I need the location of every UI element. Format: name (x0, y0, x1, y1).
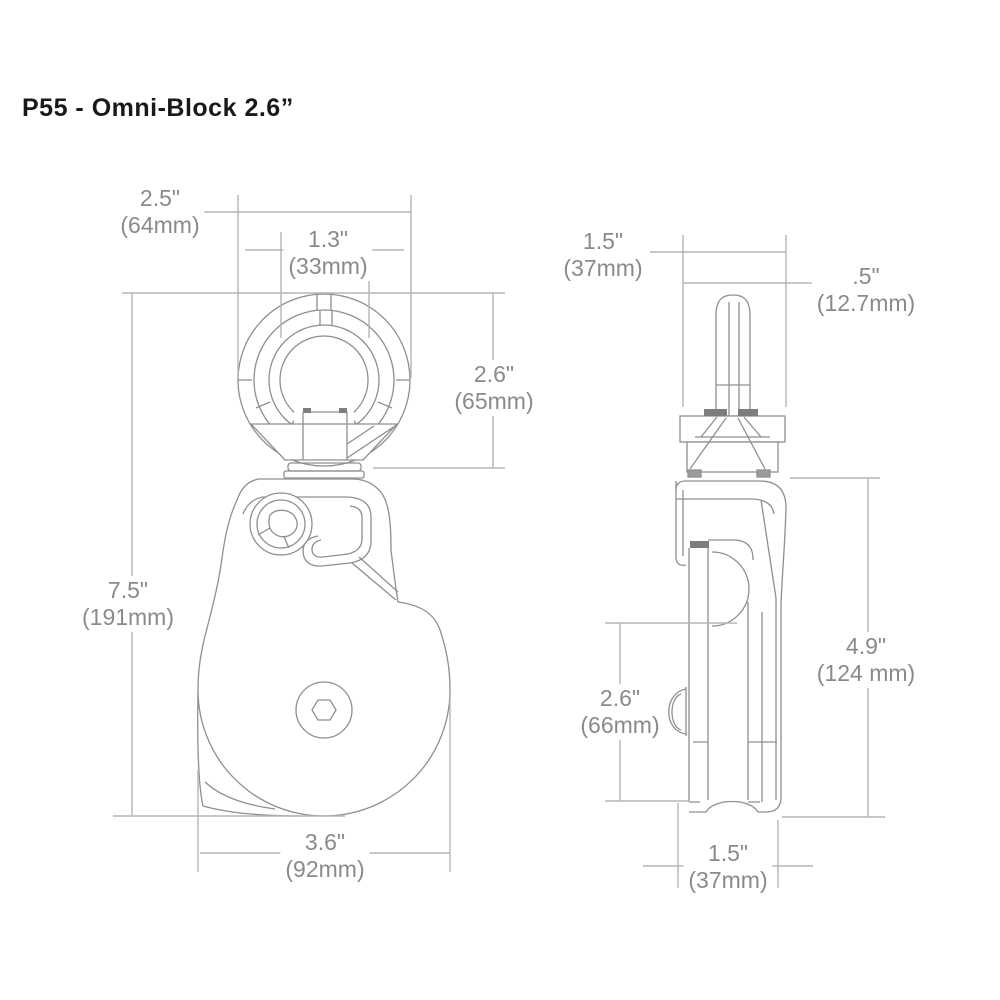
dim-inches: .5" (852, 263, 880, 289)
dim-front-outer-width: 2.5" (64mm) (115, 184, 205, 240)
dim-inches: 1.5" (582, 228, 624, 254)
side-body (668, 480, 787, 813)
dim-inches: 2.6" (599, 685, 641, 711)
side-eye-stem (715, 294, 751, 437)
dim-inches: 2.6" (473, 361, 515, 387)
dim-metric: (37mm) (688, 867, 768, 893)
page-title: P55 - Omni-Block 2.6” (22, 94, 294, 122)
front-view-drawing (197, 293, 451, 817)
dim-side-top-width: 1.5" (37mm) (558, 227, 648, 283)
side-view-drawing (668, 294, 787, 813)
dim-metric: (65mm) (454, 388, 534, 414)
dim-front-overall-height: 7.5" (191mm) (76, 576, 180, 632)
dim-side-body-height: 4.9" (124 mm) (811, 632, 921, 688)
swivel-base (249, 408, 399, 479)
dim-metric: (66mm) (580, 712, 660, 738)
dim-inches: 1.5" (707, 840, 749, 866)
block-body (197, 478, 451, 817)
dim-metric: (124 mm) (816, 660, 916, 686)
dim-inches: 3.6" (304, 829, 346, 855)
dim-inches: 1.3" (307, 226, 349, 252)
dim-metric: (64mm) (120, 212, 200, 238)
dim-side-sheave-diameter: 2.6" (66mm) (575, 684, 665, 740)
dim-inches: 2.5" (139, 185, 181, 211)
dim-metric: (92mm) (285, 856, 365, 882)
dim-front-body-width: 3.6" (92mm) (280, 828, 370, 884)
dim-front-eye-opening: 1.3" (33mm) (283, 225, 373, 281)
dim-side-eye-thickness: .5" (12.7mm) (811, 262, 921, 318)
dim-metric: (37mm) (563, 255, 643, 281)
dim-metric: (191mm) (81, 604, 175, 630)
side-swivel-base (679, 409, 786, 478)
dim-side-body-thickness: 1.5" (37mm) (683, 839, 773, 895)
dim-inches: 4.9" (845, 633, 887, 659)
axle-hub (295, 681, 353, 739)
dim-inches: 7.5" (107, 577, 149, 603)
dim-metric: (33mm) (288, 253, 368, 279)
shackle-boss (249, 492, 313, 556)
dim-front-swivel-height: 2.6" (65mm) (449, 360, 539, 416)
dim-metric: (12.7mm) (816, 290, 916, 316)
side-hub-bump (668, 687, 687, 736)
